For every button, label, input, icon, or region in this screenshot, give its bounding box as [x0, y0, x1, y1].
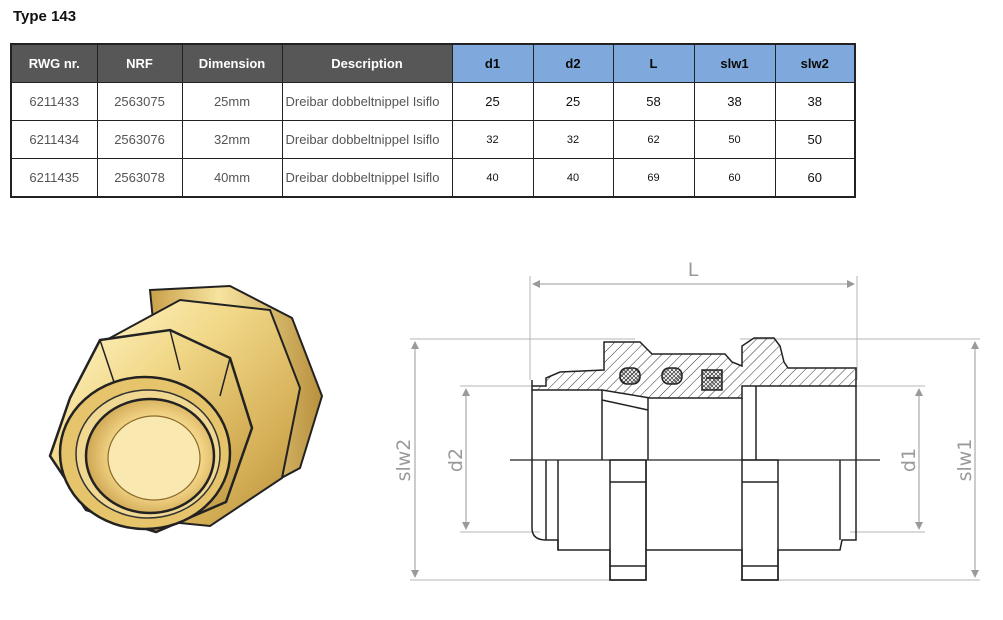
cell-slw2: 50: [774, 120, 856, 159]
cell-nrf: 2563076: [96, 120, 183, 159]
cell-d2: 32: [532, 120, 614, 159]
cell-rwg: 6211434: [10, 120, 98, 159]
cell-d1: 40: [451, 158, 534, 198]
cell-description: Dreibar dobbeltnippel Isiflo: [281, 82, 453, 121]
header-rwg: RWG nr.: [10, 43, 98, 83]
cell-d1: 25: [451, 82, 534, 121]
cell-rwg: 6211433: [10, 82, 98, 121]
cell-dimension: 25mm: [181, 82, 283, 121]
dim-label-d1: d1: [898, 448, 920, 472]
cell-d1: 32: [451, 120, 534, 159]
section-upper: [531, 337, 857, 399]
header-dimension: Dimension: [181, 43, 283, 83]
cell-l: 58: [612, 82, 695, 121]
cell-nrf: 2563075: [96, 82, 183, 121]
cell-slw1: 38: [693, 82, 776, 121]
cell-l: 62: [612, 120, 695, 159]
cell-l: 69: [612, 158, 695, 198]
header-l: L: [612, 43, 695, 83]
cell-slw1: 50: [693, 120, 776, 159]
cell-rwg: 6211435: [10, 158, 98, 198]
cell-d2: 40: [532, 158, 614, 198]
spec-table: RWG nr. NRF Dimension Description d1 d2 …: [10, 43, 856, 198]
cell-description: Dreibar dobbeltnippel Isiflo: [281, 120, 453, 159]
header-nrf: NRF: [96, 43, 183, 83]
cell-slw1: 60: [693, 158, 776, 198]
table-row: 6211433 2563075 25mm Dreibar dobbeltnipp…: [10, 82, 856, 121]
fitting-3d-illustration: [48, 284, 324, 534]
header-d2: d2: [532, 43, 614, 83]
page-title: Type 143: [13, 8, 77, 25]
technical-drawing: L slw2 d2 d1 slw1: [393, 259, 980, 581]
cell-dimension: 40mm: [181, 158, 283, 198]
cell-nrf: 2563078: [96, 158, 183, 198]
section-lower: [531, 459, 857, 581]
dim-label-l: L: [688, 259, 699, 281]
cell-slw2: 60: [774, 158, 856, 198]
cell-d2: 25: [532, 82, 614, 121]
table-header-row: RWG nr. NRF Dimension Description d1 d2 …: [10, 43, 856, 83]
cell-description: Dreibar dobbeltnippel Isiflo: [281, 158, 453, 198]
table-row: 6211435 2563078 40mm Dreibar dobbeltnipp…: [10, 158, 856, 198]
header-slw2: slw2: [774, 43, 856, 83]
header-d1: d1: [451, 43, 534, 83]
dim-label-d2: d2: [445, 448, 467, 472]
dim-label-slw1: slw1: [954, 439, 976, 482]
dim-label-slw2: slw2: [393, 439, 415, 482]
cell-slw2: 38: [774, 82, 856, 121]
table-row: 6211434 2563076 32mm Dreibar dobbeltnipp…: [10, 120, 856, 159]
cell-dimension: 32mm: [181, 120, 283, 159]
header-description: Description: [281, 43, 453, 83]
header-slw1: slw1: [693, 43, 776, 83]
